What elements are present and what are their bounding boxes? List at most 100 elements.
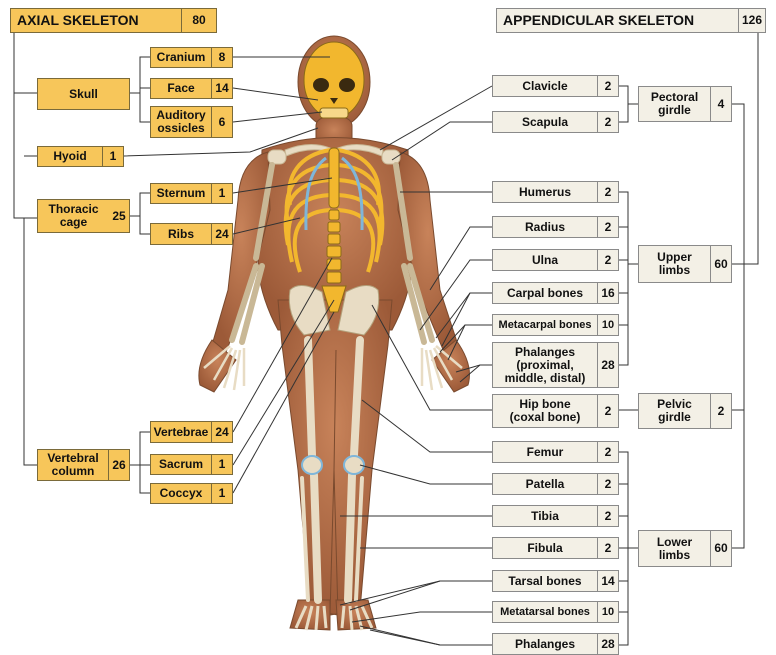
skull-bone	[304, 42, 364, 118]
cranium-label: Cranium	[151, 48, 211, 67]
pectoral-girdle-count: 4	[710, 87, 731, 121]
foot-phalanges-box: Phalanges 28	[492, 633, 619, 655]
appendicular-title: APPENDICULAR SKELETON	[497, 9, 738, 32]
vertebrae-label: Vertebrae	[151, 422, 211, 442]
auditory-ossicles-count: 6	[211, 107, 232, 137]
scapula-label: Scapula	[493, 112, 597, 132]
axial-skeleton-header: AXIAL SKELETON 80	[10, 8, 217, 33]
tibia-label: Tibia	[493, 506, 597, 526]
hip-bone-box: Hip bone (coxal bone) 2	[492, 394, 619, 428]
foot-phalanges-count: 28	[597, 634, 618, 654]
hip-bone-label: Hip bone (coxal bone)	[493, 395, 597, 427]
pectoral-girdle-box: Pectoral girdle 4	[638, 86, 732, 122]
ulna-label: Ulna	[493, 250, 597, 270]
vertebral-column-box: Vertebral column 26	[37, 449, 130, 481]
radius-label: Radius	[493, 217, 597, 237]
face-box: Face 14	[150, 78, 233, 99]
lower-limbs-box: Lower limbs 60	[638, 530, 732, 567]
femur-box: Femur 2	[492, 441, 619, 463]
vertebral-column-count: 26	[108, 450, 129, 480]
femur-label: Femur	[493, 442, 597, 462]
ulna-box: Ulna 2	[492, 249, 619, 271]
appendicular-skeleton-header: APPENDICULAR SKELETON 126	[496, 8, 766, 33]
face-label: Face	[151, 79, 211, 98]
humerus-label: Humerus	[493, 182, 597, 202]
vertebrae-count: 24	[211, 422, 232, 442]
ribs-label: Ribs	[151, 224, 211, 244]
pelvic-girdle-label: Pelvic girdle	[639, 394, 710, 428]
metatarsal-bones-box: Metatarsal bones 10	[492, 601, 619, 623]
sternum-box: Sternum 1	[150, 183, 233, 204]
face-count: 14	[211, 79, 232, 98]
thoracic-cage-label: Thoracic cage	[38, 200, 109, 232]
hand-phalanges-label: Phalanges (proximal, middle, distal)	[493, 343, 597, 387]
foot-phalanges-label: Phalanges	[493, 634, 597, 654]
clavicle-box: Clavicle 2	[492, 75, 619, 97]
patella-box: Patella 2	[492, 473, 619, 495]
pelvic-girdle-count: 2	[710, 394, 731, 428]
axial-title: AXIAL SKELETON	[11, 9, 181, 32]
appendicular-total: 126	[738, 9, 765, 32]
sacrum-count: 1	[211, 455, 232, 474]
ribs-box: Ribs 24	[150, 223, 233, 245]
auditory-ossicles-box: Auditory ossicles 6	[150, 106, 233, 138]
thoracic-cage-box: Thoracic cage 25	[37, 199, 130, 233]
ulna-count: 2	[597, 250, 618, 270]
sternum-count: 1	[211, 184, 232, 203]
coccyx-box: Coccyx 1	[150, 483, 233, 504]
carpal-bones-label: Carpal bones	[493, 283, 597, 303]
skull-label: Skull	[38, 79, 129, 109]
lower-limbs-label: Lower limbs	[639, 531, 710, 566]
pelvic-girdle-box: Pelvic girdle 2	[638, 393, 732, 429]
upper-limbs-count: 60	[710, 246, 731, 282]
humerus-count: 2	[597, 182, 618, 202]
hip-bone-count: 2	[597, 395, 618, 427]
fibula-count: 2	[597, 538, 618, 558]
cranium-count: 8	[211, 48, 232, 67]
sacrum-label: Sacrum	[151, 455, 211, 474]
patella-count: 2	[597, 474, 618, 494]
vertebrae-box: Vertebrae 24	[150, 421, 233, 443]
metatarsal-bones-count: 10	[597, 602, 618, 622]
scapula-count: 2	[597, 112, 618, 132]
skull-box: Skull	[37, 78, 130, 110]
vertebral-column-label: Vertebral column	[38, 450, 108, 480]
axial-total: 80	[181, 9, 216, 32]
clavicle-label: Clavicle	[493, 76, 597, 96]
hyoid-box: Hyoid 1	[37, 146, 124, 167]
radius-count: 2	[597, 217, 618, 237]
tarsal-bones-count: 14	[597, 571, 618, 591]
metacarpal-bones-box: Metacarpal bones 10	[492, 314, 619, 336]
scapula-box: Scapula 2	[492, 111, 619, 133]
hyoid-count: 1	[102, 147, 123, 166]
thoracic-cage-count: 25	[109, 200, 129, 232]
auditory-ossicles-label: Auditory ossicles	[151, 107, 211, 137]
ribs-count: 24	[211, 224, 232, 244]
tibia-box: Tibia 2	[492, 505, 619, 527]
coccyx-count: 1	[211, 484, 232, 503]
lower-limbs-count: 60	[710, 531, 731, 566]
tibia-count: 2	[597, 506, 618, 526]
humerus-box: Humerus 2	[492, 181, 619, 203]
metatarsal-bones-label: Metatarsal bones	[493, 602, 597, 622]
radius-box: Radius 2	[492, 216, 619, 238]
fibula-box: Fibula 2	[492, 537, 619, 559]
pectoral-girdle-label: Pectoral girdle	[639, 87, 710, 121]
patella-label: Patella	[493, 474, 597, 494]
sacrum-box: Sacrum 1	[150, 454, 233, 475]
tarsal-bones-label: Tarsal bones	[493, 571, 597, 591]
fibula-label: Fibula	[493, 538, 597, 558]
coccyx-label: Coccyx	[151, 484, 211, 503]
metacarpal-bones-label: Metacarpal bones	[493, 315, 597, 335]
upper-limbs-box: Upper limbs 60	[638, 245, 732, 283]
tarsal-bones-box: Tarsal bones 14	[492, 570, 619, 592]
clavicle-count: 2	[597, 76, 618, 96]
upper-limbs-label: Upper limbs	[639, 246, 710, 282]
hand-phalanges-count: 28	[597, 343, 618, 387]
femur-count: 2	[597, 442, 618, 462]
hyoid-label: Hyoid	[38, 147, 102, 166]
carpal-bones-count: 16	[597, 283, 618, 303]
sternum-label: Sternum	[151, 184, 211, 203]
carpal-bones-box: Carpal bones 16	[492, 282, 619, 304]
